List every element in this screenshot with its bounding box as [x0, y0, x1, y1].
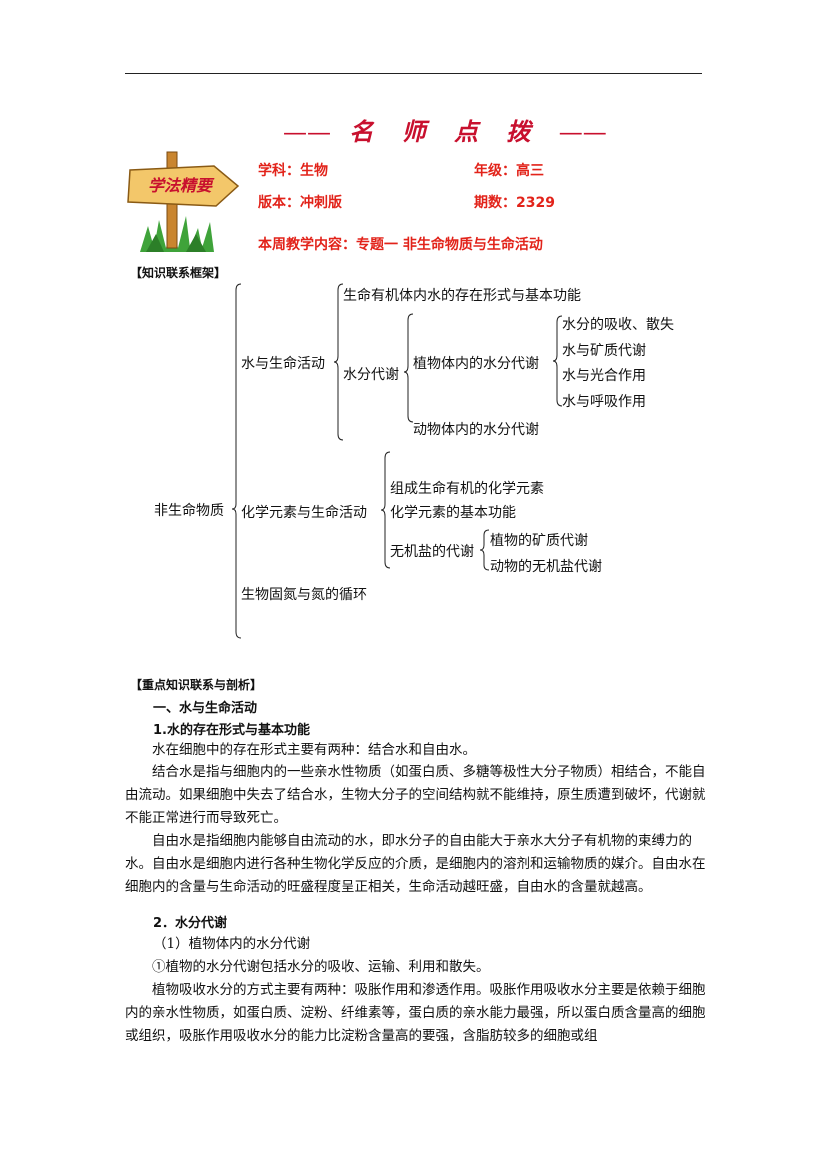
tree-plant-water: 植物体内的水分代谢: [413, 356, 539, 372]
framework-heading: 【知识联系框架】: [130, 266, 227, 280]
analysis-heading: 【重点知识联系与剖析】: [130, 678, 263, 692]
edition-label: 版本：冲刺版: [258, 195, 342, 211]
issue-label: 期数：2329: [474, 195, 555, 211]
sign-text: 学法精要: [148, 176, 215, 195]
tree-water-metab: 水分代谢: [343, 367, 399, 383]
tree-chem-item: 化学元素的基本功能: [390, 505, 516, 521]
tree-chem-item: 组成生命有机的化学元素: [390, 481, 544, 497]
tree-pw-item: 水分的吸收、散失: [562, 317, 674, 333]
paragraph: 植物吸收水分的方式主要有两种：吸胀作用和渗透作用。吸胀作用吸收水分主要是依赖于细…: [125, 982, 706, 1044]
tree-nitrogen: 生物固氮与氮的循环: [241, 587, 367, 603]
subsection-heading: 1.水的存在形式与基本功能: [153, 723, 310, 738]
tree-water: 水与生命活动: [241, 356, 325, 372]
tree-pw-item: 水与呼吸作用: [562, 394, 646, 410]
section-heading: 一、水与生命活动: [153, 701, 258, 716]
subsection-heading: 2．水分代谢: [153, 916, 228, 931]
sub-subsection-heading: （1）植物体内的水分代谢: [153, 936, 311, 952]
paragraph: ①植物的水分代谢包括水分的吸收、运输、利用和散失。: [152, 959, 490, 975]
tree-salt-item: 植物的矿质代谢: [490, 533, 588, 549]
tree-animal-water: 动物体内的水分代谢: [413, 422, 539, 438]
weekly-content-label: 本周教学内容：专题一 非生命物质与生命活动: [258, 237, 543, 253]
signpost-logo-icon: 学法精要: [127, 151, 240, 252]
tree-salt-item: 动物的无机盐代谢: [490, 559, 602, 575]
banner-dash-right: ——: [558, 118, 607, 146]
tree-pw-item: 水与矿质代谢: [562, 343, 646, 359]
banner-title: —— 名 师 点 拨 ——: [283, 112, 607, 147]
subject-label: 学科：生物: [258, 163, 328, 179]
paragraph: 结合水是指与细胞内的一些亲水性物质（如蛋白质、多糖等极性大分子物质）相结合，不能…: [125, 764, 706, 826]
paragraph: 水在细胞中的存在形式主要有两种：结合水和自由水。: [152, 742, 476, 758]
top-rule: [125, 73, 702, 74]
banner-text: 名 师 点 拨: [349, 117, 541, 146]
tree-pw-item: 水与光合作用: [562, 368, 646, 384]
tree-salt: 无机盐的代谢: [390, 544, 474, 560]
banner-dash-left: ——: [283, 118, 331, 146]
tree-root: 非生命物质: [154, 503, 224, 519]
tree-water-form: 生命有机体内水的存在形式与基本功能: [343, 288, 581, 304]
grade-label: 年级：高三: [474, 163, 544, 179]
paragraph: 自由水是指细胞内能够自由流动的水，即水分子的自由能大于亲水大分子有机物的束缚力的…: [125, 833, 706, 895]
tree-chem: 化学元素与生命活动: [241, 505, 367, 521]
framework-braces: [231, 283, 563, 639]
